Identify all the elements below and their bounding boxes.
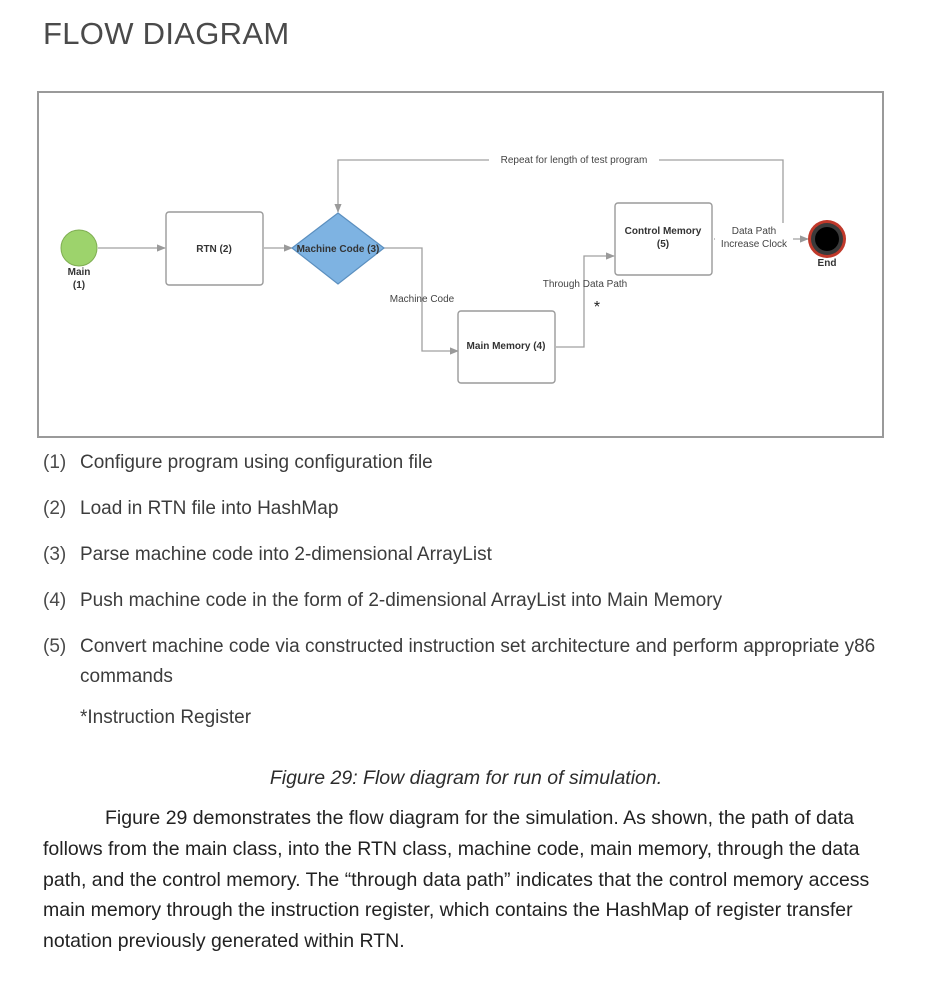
legend-number: (3): [43, 544, 67, 565]
legend-number: (2): [43, 498, 67, 519]
legend-text: Push machine code in the form of 2-dimen…: [80, 590, 723, 611]
through-data-path-edge-label: Through Data Path: [543, 279, 628, 290]
legend-number: (1): [43, 452, 67, 473]
figure-caption: Figure 29: Flow diagram for run of simul…: [269, 767, 663, 789]
main-node-number: (1): [73, 280, 85, 291]
end-node-label: End: [818, 258, 837, 269]
machine-code-node: [291, 212, 385, 285]
legend-text: Configure program using configuration fi…: [80, 452, 433, 473]
footnote-instruction-register: *Instruction Register: [80, 707, 252, 728]
legend-item: (4) Push machine code in the form of 2-d…: [43, 586, 883, 616]
control-memory-node: [614, 202, 713, 276]
legend-number: (5): [43, 636, 67, 657]
edge-repeat-loop: [334, 159, 784, 226]
edge-machine-code-to-main-memory: [383, 247, 459, 355]
rtn-node-label: RTN (2): [196, 244, 232, 255]
legend-item: (3) Parse machine code into 2-dimensiona…: [43, 540, 883, 570]
machine-code-node-label: Machine Code (3): [297, 244, 380, 255]
legend-text: Parse machine code into 2-dimensional Ar…: [80, 544, 492, 565]
main-node: [60, 229, 98, 267]
legend-number: (4): [43, 590, 67, 611]
repeat-edge-label: Repeat for length of test program: [501, 155, 648, 166]
legend-text: Load in RTN file into HashMap: [80, 498, 339, 519]
main-memory-node-label: Main Memory (4): [467, 341, 546, 352]
legend-text: Convert machine code via constructed ins…: [80, 636, 876, 687]
end-node: [808, 220, 846, 258]
main-memory-node: [457, 310, 556, 384]
instruction-register-asterisk: *: [594, 299, 600, 316]
control-memory-node-label: Control Memory: [625, 226, 702, 237]
increase-clock-edge-label: Increase Clock: [721, 239, 788, 250]
rtn-node: [165, 211, 264, 286]
machine-code-edge-label: Machine Code: [390, 294, 455, 305]
edge-main-memory-to-control-memory: [556, 252, 615, 348]
page-heading: FLOW DIAGRAM: [43, 16, 290, 51]
control-memory-node-number: (5): [657, 239, 669, 250]
legend-item: (2) Load in RTN file into HashMap: [43, 494, 883, 524]
body-paragraph: Figure 29 demonstrates the flow diagram …: [43, 807, 870, 953]
flow-diagram-figure: Main (1) RTN (2) Machine Code (3) Main M…: [37, 91, 884, 438]
legend-item: (5) Convert machine code via constructed…: [43, 632, 883, 692]
step-legend: (1) Configure program using configuratio…: [43, 448, 883, 708]
legend-item: (1) Configure program using configuratio…: [43, 448, 883, 478]
data-path-edge-label: Data Path: [732, 226, 776, 237]
main-node-label: Main: [68, 267, 91, 278]
